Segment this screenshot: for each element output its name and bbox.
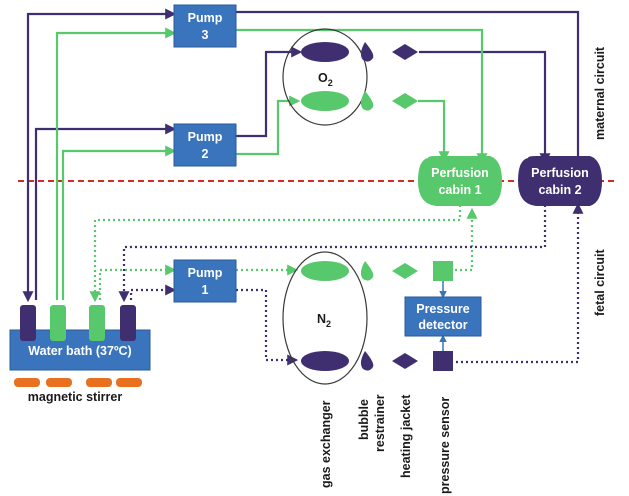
n2-gas-exchanger-green bbox=[301, 261, 349, 281]
pump-1-label: Pump bbox=[188, 266, 223, 280]
water-bath-label: Water bath (37ºC) bbox=[28, 344, 131, 358]
bubble-restrainer-purple-bottom bbox=[360, 351, 374, 371]
n2-chamber: N2 bbox=[282, 251, 368, 385]
heating-jacket-purple-bottom bbox=[392, 353, 418, 369]
pump-1-number: 1 bbox=[202, 283, 209, 297]
pump-2-number: 2 bbox=[202, 147, 209, 161]
o2-label: O2 bbox=[318, 71, 333, 88]
reservoir-bottle-3 bbox=[89, 305, 105, 341]
magnetic-stirrer-label: magnetic stirrer bbox=[28, 390, 123, 404]
reservoir-bottle-1 bbox=[20, 305, 36, 341]
bubble-label: bubble bbox=[357, 399, 371, 440]
gas-exchanger-label: gas exchanger bbox=[319, 400, 333, 488]
reservoir-bottle-4 bbox=[120, 305, 136, 341]
maternal-circuit-label: maternal circuit bbox=[593, 46, 607, 140]
o2-gas-exchanger-purple bbox=[301, 42, 349, 62]
stirrer-bar-2 bbox=[46, 378, 72, 387]
heating-jacket-label: heating jacket bbox=[399, 394, 413, 478]
pump-3[interactable]: Pump 3 bbox=[173, 4, 237, 48]
fetal-circuit-label: fetal circuit bbox=[593, 248, 607, 316]
cabin-2-line1: Perfusion bbox=[531, 166, 589, 180]
cabin-1-line1: Perfusion bbox=[431, 166, 489, 180]
bubble-restrainer-green-top bbox=[360, 91, 374, 111]
pressure-sensor-label: pressure sensor bbox=[438, 397, 452, 494]
fetal-dotted-lines bbox=[89, 202, 584, 366]
maternal-green-lines bbox=[55, 27, 488, 300]
heating-jacket-purple-top bbox=[392, 44, 418, 60]
bubble-restrainer-purple-top bbox=[360, 42, 374, 62]
pump-3-number: 3 bbox=[202, 28, 209, 42]
pressure-detector-line1: Pressure bbox=[416, 302, 470, 316]
reservoir-bottle-2 bbox=[50, 305, 66, 341]
pressure-detector[interactable]: Pressure detector bbox=[404, 296, 482, 337]
pump-2[interactable]: Pump 2 bbox=[173, 123, 237, 167]
pump-3-label: Pump bbox=[188, 11, 223, 25]
restrainer-label: restrainer bbox=[373, 394, 387, 452]
stirrer-bar-3 bbox=[86, 378, 112, 387]
heating-jacket-green-top bbox=[392, 93, 418, 109]
heating-jacket-green-bottom bbox=[392, 263, 418, 279]
pressure-detector-line2: detector bbox=[418, 318, 467, 332]
pressure-sensor-purple bbox=[433, 351, 453, 371]
maternal-purple-lines bbox=[22, 6, 580, 303]
pressure-sensor-green bbox=[433, 261, 453, 281]
n2-gas-exchanger-purple bbox=[301, 351, 349, 371]
stirrer-bar-1 bbox=[14, 378, 40, 387]
bubble-restrainer-green-bottom bbox=[360, 261, 374, 281]
n2-label: N2 bbox=[317, 312, 331, 329]
perfusion-cabin-1[interactable]: Perfusion cabin 1 bbox=[418, 156, 502, 206]
pump-2-label: Pump bbox=[188, 130, 223, 144]
pump-1[interactable]: Pump 1 bbox=[173, 259, 237, 303]
o2-gas-exchanger-green bbox=[301, 91, 349, 111]
cabin-1-line2: cabin 1 bbox=[438, 183, 481, 197]
perfusion-cabin-2[interactable]: Perfusion cabin 2 bbox=[518, 156, 602, 206]
stirrer-bar-4 bbox=[116, 378, 142, 387]
cabin-2-line2: cabin 2 bbox=[538, 183, 581, 197]
o2-chamber: O2 bbox=[282, 28, 368, 126]
